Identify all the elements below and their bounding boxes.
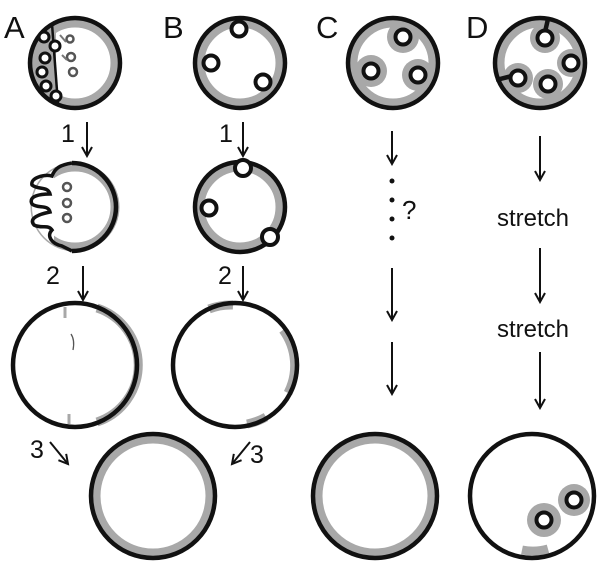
stage-2-inclusions xyxy=(63,183,71,222)
uncertain-pathway-dots xyxy=(390,179,395,241)
unknown-marker: ? xyxy=(402,197,416,223)
column-c-stage-1-vesicle xyxy=(348,18,438,108)
column-c-result-vesicle xyxy=(313,434,437,558)
panel-label-b: B xyxy=(163,12,184,43)
merged-result-vesicle xyxy=(91,434,215,558)
stretch-label-2: stretch xyxy=(497,318,569,342)
step-label-a-3: 3 xyxy=(30,438,44,463)
arrow-b-step-3 xyxy=(232,442,250,464)
column-b-stage-1-vesicle xyxy=(195,18,285,108)
column-a-stage-1-vesicle xyxy=(28,18,120,110)
arrow-a-step-3 xyxy=(50,442,68,464)
step-label-a-2: 2 xyxy=(46,264,60,289)
step-label-b-3: 3 xyxy=(250,443,264,468)
step-label-b-2: 2 xyxy=(218,264,232,289)
column-a-stage-3-vesicle xyxy=(13,303,138,427)
step-label-a-1: 1 xyxy=(61,122,75,147)
panel-label-d: D xyxy=(466,12,488,43)
step-label-b-1: 1 xyxy=(219,122,233,147)
panel-label-a: A xyxy=(4,12,25,43)
column-a-stage-2-vesicle xyxy=(28,162,120,254)
stretch-label-1: stretch xyxy=(497,207,569,231)
column-b-stage-2-vesicle xyxy=(195,160,285,252)
column-d-stage-1-vesicle xyxy=(495,18,585,108)
column-d-result-vesicle xyxy=(470,434,594,558)
panel-label-c: C xyxy=(316,12,338,43)
column-b-stage-3-vesicle xyxy=(173,303,297,427)
